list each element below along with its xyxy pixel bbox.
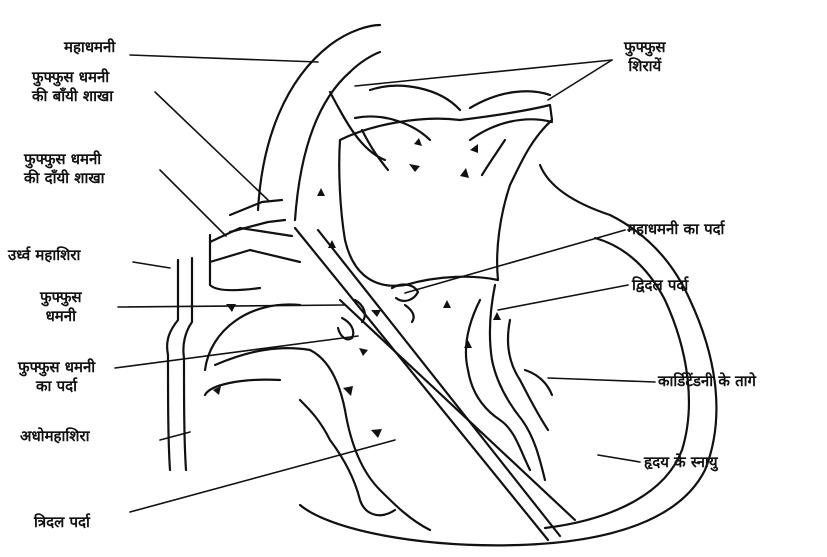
label-line: की बाँयी शाखा <box>32 87 113 106</box>
left-ventricle-wall <box>490 285 545 480</box>
label-line: फुफ्फुस धमनी <box>32 68 113 87</box>
label-line: फुफ्फुस <box>624 38 666 57</box>
tricuspid-valve-flap <box>300 400 395 515</box>
label-aortic-valve: महाधमनी का पर्दा <box>627 220 724 239</box>
label-line: की दाँयी शाखा <box>24 169 105 188</box>
pulmonary-artery-left-branch <box>230 200 285 232</box>
inferior-vena-cava <box>168 355 280 470</box>
label-line: फुफ्फुस धमनी <box>18 358 95 377</box>
superior-vena-cava <box>167 235 260 358</box>
left-atrium <box>339 105 552 286</box>
label-pulmonary-veins: फुफ्फुस शिरायें <box>624 38 666 76</box>
label-line: फुफ्फुस <box>40 288 82 307</box>
pulmonary-vein-inner <box>362 130 505 175</box>
label-tricuspid-valve: त्रिदल पर्दा <box>34 513 90 532</box>
septum-line-a <box>295 228 548 540</box>
label-chordae-tendineae: कार्डिटेंडनी के तागे <box>658 372 756 391</box>
label-line: धमनी <box>40 307 82 326</box>
label-superior-vena-cava: उर्ध्व महाशिरा <box>8 246 80 265</box>
pulmonary-vein-upper <box>370 86 550 110</box>
label-pulmonary-artery-right-branch: फुफ्फुस धमनी की दाँयी शाखा <box>24 150 105 188</box>
leader-lines <box>115 55 655 512</box>
label-bicuspid-valve: द्विदल पर्दा <box>632 276 688 295</box>
label-pulmonary-valve: फुफ्फुस धमनी का पर्दा <box>18 358 95 396</box>
septum-line-b <box>318 230 560 536</box>
label-heart-muscle: हृदय के स्नायु <box>644 453 718 472</box>
label-pulmonary-artery-left-branch: फुफ्फुस धमनी की बाँयी शाखा <box>32 68 113 106</box>
label-line: का पर्दा <box>18 377 95 396</box>
label-line: शिरायें <box>624 57 666 76</box>
septum-line-c <box>340 300 575 520</box>
bicuspid-valve <box>466 300 530 470</box>
right-ventricle <box>215 348 430 530</box>
aorta-inner <box>295 52 380 220</box>
label-inferior-vena-cava: अधोमहाशिरा <box>20 427 90 446</box>
label-aorta: महाधमनी <box>64 38 115 57</box>
label-line: फुफ्फुस धमनी <box>24 150 105 169</box>
label-pulmonary-artery: फुफ्फुस धमनी <box>40 288 82 326</box>
chordae-tendineae <box>508 320 552 430</box>
